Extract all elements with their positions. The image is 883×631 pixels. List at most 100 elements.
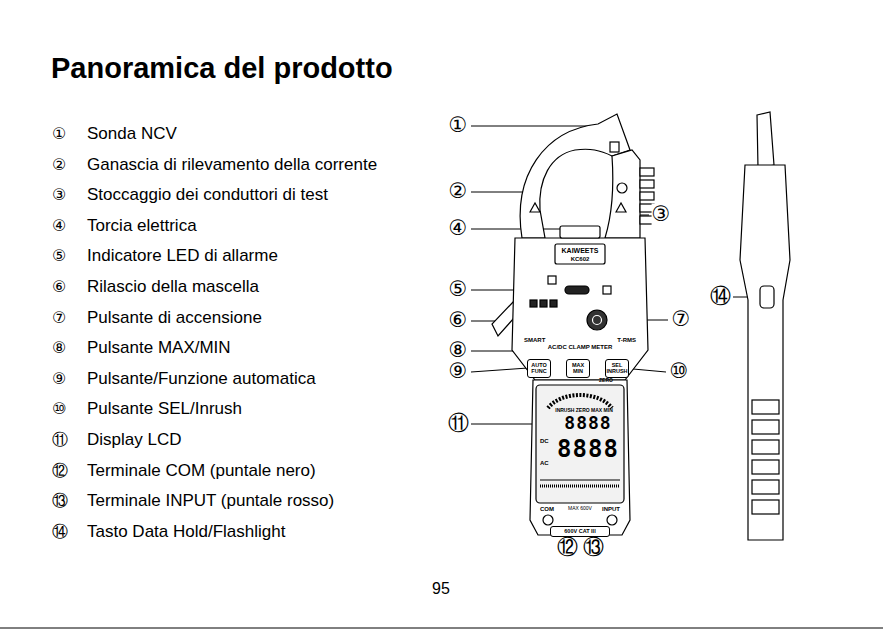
- list-number: ⑦: [52, 309, 66, 327]
- part-name: Pulsante MAX/MIN: [87, 339, 231, 358]
- lead-holder: [640, 168, 654, 176]
- list-number: ②: [52, 156, 66, 174]
- callout-number: ⑬: [583, 536, 604, 559]
- grip-segment: [752, 420, 779, 434]
- leader-line: [471, 192, 526, 193]
- lcd-bargraph: [548, 395, 612, 408]
- hold-button: [760, 286, 774, 308]
- meter-marking: T-RMS: [617, 337, 636, 344]
- flashlight: [560, 226, 600, 238]
- part-name: Sonda NCV: [87, 125, 177, 144]
- list-number: ③: [52, 186, 66, 204]
- leader-line: [471, 229, 560, 230]
- part-name: Terminale INPUT (puntale rosso): [87, 492, 334, 511]
- callout-number: ⑤: [449, 278, 468, 301]
- part-name: Pulsante/Funzione automatica: [87, 370, 316, 389]
- part-name: Terminale COM (puntale nero): [87, 462, 316, 481]
- list-number: ⑭: [52, 523, 68, 541]
- alarm-led: [565, 286, 589, 294]
- jaw-release-trigger: [492, 300, 515, 336]
- page-title: Panoramica del prodotto: [51, 53, 393, 85]
- warning-triangle: [616, 203, 626, 212]
- side-jaw: [757, 112, 774, 168]
- list-number: ⑧: [52, 339, 66, 357]
- callout-number: ⑫: [557, 536, 578, 559]
- list-number: ⑬: [52, 492, 68, 510]
- button-label: SEL INRUSH: [606, 363, 628, 374]
- meter-marking: DC: [540, 438, 549, 445]
- meter-marking: MAX 600V: [568, 506, 592, 512]
- meter-marking: KC602: [571, 256, 590, 263]
- icon: [603, 286, 611, 294]
- list-number: ⑫: [52, 462, 68, 480]
- meter-marking: 8888: [557, 436, 619, 462]
- callout-number: ⑭: [710, 285, 731, 308]
- grip-segment: [752, 400, 779, 414]
- meter-marking: SMART: [524, 337, 545, 344]
- rating-box: 600V CAT III: [550, 526, 610, 537]
- list-number: ④: [52, 217, 66, 235]
- part-name: Stoccaggio dei conduttori di test: [87, 186, 328, 205]
- meter-marking: AC/DC CLAMP METER: [548, 344, 613, 351]
- callout-number: ⑦: [672, 308, 691, 331]
- part-name: Rilascio della mascella: [87, 278, 259, 297]
- power-button: [587, 310, 607, 330]
- brand-plate: [555, 244, 605, 264]
- callout-number: ④: [449, 217, 468, 240]
- button-label: MAX MIN: [567, 363, 589, 374]
- jaw-icon: [617, 183, 627, 193]
- ce-mark: [548, 276, 556, 284]
- meter-marking: COM: [540, 506, 554, 513]
- leader-line: [640, 215, 649, 216]
- side-view: [740, 112, 790, 540]
- part-name: Ganascia di rilevamento della corrente: [87, 156, 377, 175]
- list-number: ⑪: [52, 431, 68, 449]
- callout-number: ⑧: [449, 339, 468, 362]
- leader-lines: [471, 126, 760, 538]
- list-number: ①: [52, 125, 66, 143]
- function-icon: [550, 300, 557, 307]
- lcd-scale: [540, 479, 620, 480]
- button-label: AUTO FUNC: [528, 363, 550, 374]
- ncv-icon: [610, 142, 619, 152]
- lcd-scale: [540, 485, 620, 488]
- com-terminal: [543, 515, 553, 525]
- callout-number: ⑥: [449, 309, 468, 332]
- function-icon: [540, 300, 547, 307]
- lcd-display: [536, 385, 624, 503]
- meter-marking: ZERO: [599, 378, 613, 384]
- meter-marking: INPUT: [602, 506, 620, 513]
- part-name: Pulsante SEL/Inrush: [87, 400, 242, 419]
- meter-marking: 8888: [564, 413, 611, 433]
- page-rule: [0, 628, 883, 629]
- power-icon: [593, 316, 602, 325]
- meter-button: SEL INRUSH: [605, 359, 629, 378]
- warning-triangle: [530, 203, 540, 212]
- button-label: 600V CAT III: [564, 529, 595, 535]
- fixed-jaw: [605, 150, 640, 238]
- part-name: Pulsante di accensione: [87, 309, 262, 328]
- callout-number: ⑩: [670, 360, 689, 383]
- part-name: Display LCD: [87, 431, 181, 450]
- input-terminal: [607, 515, 617, 525]
- page-number: 95: [432, 580, 450, 598]
- side-body: [740, 165, 790, 540]
- meter-head: [512, 238, 648, 380]
- callout-number: ⑨: [449, 360, 468, 383]
- meter-marking: KAIWEETS: [562, 247, 599, 255]
- lead-holder: [640, 192, 654, 200]
- front-view: [492, 114, 654, 535]
- callout-number: ⑪: [448, 412, 469, 435]
- meter-button: AUTO FUNC: [527, 359, 551, 378]
- list-number: ⑤: [52, 247, 66, 265]
- list-number: ⑩: [52, 400, 66, 418]
- callout-number: ③: [652, 203, 671, 226]
- grip-segment: [752, 500, 779, 514]
- grip-segment: [752, 440, 779, 454]
- leader-line: [471, 368, 528, 372]
- callout-number: ①: [449, 114, 468, 137]
- grip-segment: [752, 480, 779, 494]
- callout-number: ②: [449, 180, 468, 203]
- meter-marking: AC: [540, 460, 549, 467]
- list-number: ⑨: [52, 370, 66, 388]
